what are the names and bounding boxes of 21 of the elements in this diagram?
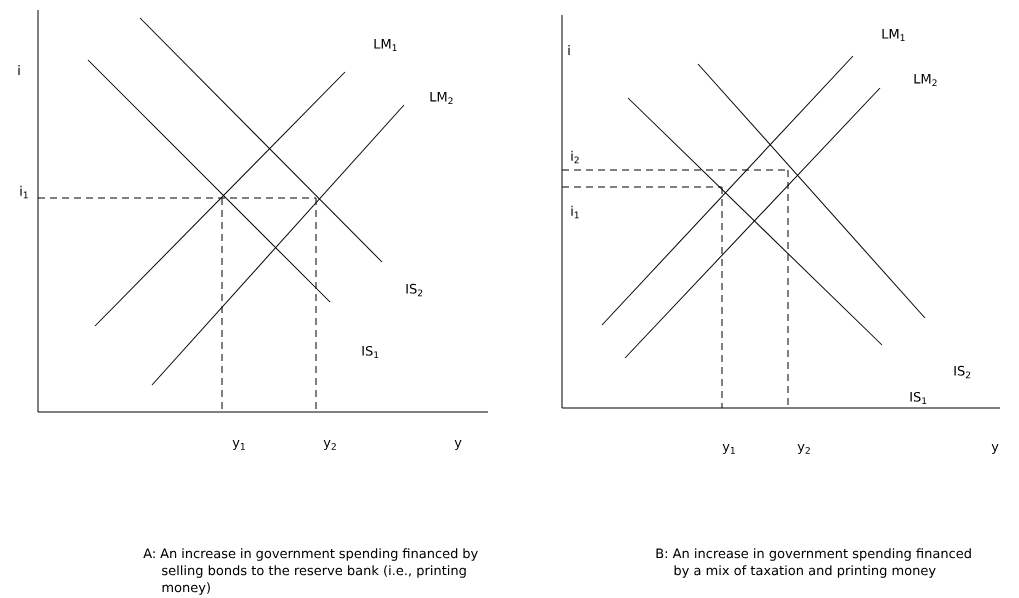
axis-label: y$_{1}$ <box>722 444 735 454</box>
axis-label: y$_{2}$ <box>323 440 336 450</box>
axis-label: LM$_{2}$ <box>914 73 937 87</box>
axis-label: y <box>991 444 999 454</box>
axis-label: i <box>18 65 20 75</box>
caption: B: An increase in government spending financed by a mix of taxation and printing money <box>656 548 971 578</box>
axis-label: i <box>568 45 570 55</box>
axis-label: i$_{2}$ <box>571 150 579 164</box>
axis-label: y$_{1}$ <box>232 440 245 450</box>
axis-label: LM$_{1}$ <box>882 29 905 41</box>
axis-label: IS$_{2}$ <box>406 283 423 297</box>
axis-label: IS$_{2}$ <box>954 365 971 379</box>
axis-label: LM$_{1}$ <box>374 39 397 51</box>
axis-label: i$_{1}$ <box>20 185 28 199</box>
axis-label: LM$_{2}$ <box>430 91 453 105</box>
axis-label: i$_{1}$ <box>571 205 579 219</box>
axis-label: y$_{2}$ <box>797 444 810 454</box>
caption: A: An increase in government spending financed by selling bonds to the reserve bank (i.e., printing money) <box>143 548 478 595</box>
axis-label: IS$_{1}$ <box>362 345 379 359</box>
axis-label: IS$_{1}$ <box>910 391 927 405</box>
axis-label: y <box>454 440 462 450</box>
